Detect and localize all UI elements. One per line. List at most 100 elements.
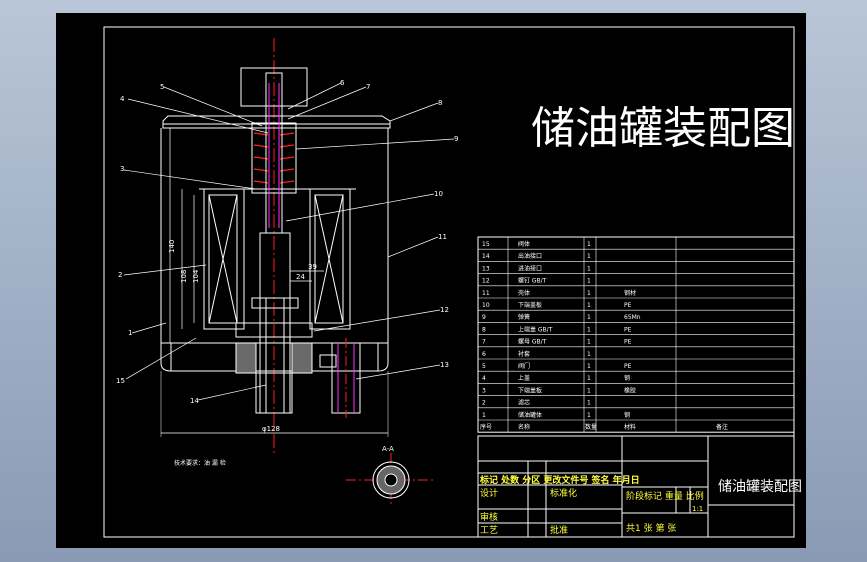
callout-15: 15	[116, 377, 125, 385]
parts-row-material: PE	[624, 339, 632, 346]
parts-row-name: 阀门	[518, 362, 530, 370]
parts-row-name: 阀体	[518, 240, 530, 248]
assembly-view: 140 108 104 39 24 φ128	[116, 38, 458, 467]
callout-11: 11	[438, 233, 447, 241]
parts-row-no: 14	[482, 253, 490, 260]
callout-14: 14	[190, 397, 199, 405]
dim-104: 104	[192, 269, 200, 283]
parts-row-no: 9	[482, 314, 486, 321]
section-view-a-a: A-A	[346, 445, 436, 507]
parts-row-no: 7	[482, 339, 486, 346]
tb-review: 审核	[480, 511, 498, 523]
parts-header-remark: 备注	[716, 423, 728, 431]
parts-row-name: 下端盖板	[518, 301, 542, 309]
parts-row-qty: 1	[587, 363, 591, 370]
parts-header-material: 材料	[624, 423, 636, 431]
dim-140: 140	[168, 240, 176, 253]
parts-row-name: 螺钉 GB/T	[518, 277, 547, 285]
tb-design: 设计	[480, 487, 498, 499]
tb-process: 工艺	[480, 525, 498, 536]
title-block: 标记 处数 分区 更改文件号 签名 年月日 设计 标准化 审核 工艺 批准 阶段…	[477, 435, 802, 538]
tb-sheets: 共1 张 第 张	[626, 522, 676, 534]
parts-row-material: PE	[624, 326, 632, 333]
callout-1: 1	[128, 329, 132, 337]
parts-row-qty: 1	[587, 302, 591, 309]
parts-row-material: PE	[624, 363, 632, 370]
parts-row-no: 13	[482, 265, 490, 272]
parts-row-no: 2	[482, 400, 486, 407]
parts-row-qty: 1	[587, 253, 591, 260]
callout-10: 10	[434, 190, 443, 198]
parts-row-name: 壳体	[518, 289, 530, 297]
parts-row-name: 下端盖板	[518, 386, 542, 394]
tb-change-row: 标记 处数 分区 更改文件号 签名 年月日	[479, 474, 640, 486]
parts-row-qty: 1	[587, 375, 591, 382]
parts-row-qty: 1	[587, 412, 591, 419]
dim-overall-width: φ128	[262, 425, 280, 433]
parts-row-material: PE	[624, 302, 632, 309]
parts-row-no: 5	[482, 363, 486, 370]
parts-header-no: 序号	[480, 423, 492, 431]
parts-row-no: 8	[482, 326, 486, 333]
parts-header-qty: 数量	[585, 423, 597, 431]
tech-note: 技术要求：油 漏 检	[174, 459, 226, 467]
parts-row-no: 4	[482, 375, 486, 382]
parts-row-no: 10	[482, 302, 490, 309]
parts-row-no: 1	[482, 412, 486, 419]
parts-row-qty: 1	[587, 387, 591, 394]
callout-2: 2	[118, 271, 122, 279]
parts-row-no: 6	[482, 351, 486, 358]
parts-row-name: 衬套	[518, 350, 530, 358]
parts-row-qty: 1	[587, 278, 591, 285]
callout-8: 8	[438, 99, 442, 107]
parts-header-name: 名称	[518, 423, 530, 431]
parts-row-name: 滤芯	[518, 399, 530, 407]
parts-row-material: 钢材	[624, 289, 636, 297]
parts-row-no: 12	[482, 278, 490, 285]
parts-row-qty: 1	[587, 326, 591, 333]
parts-row-name: 出油接口	[518, 252, 542, 260]
parts-row-material: 65Mn	[624, 314, 641, 321]
dim-39: 39	[308, 263, 317, 271]
tb-approve: 批准	[550, 524, 568, 536]
tb-title: 储油罐装配图	[718, 479, 802, 495]
tb-stage: 阶段标记 重量 比例	[626, 490, 704, 502]
parts-row-qty: 1	[587, 339, 591, 346]
parts-row-qty: 1	[587, 351, 591, 358]
parts-row-no: 15	[482, 241, 490, 248]
dim-24: 24	[296, 273, 305, 281]
parts-row-name: 储油罐体	[518, 411, 542, 419]
parts-row-qty: 1	[587, 290, 591, 297]
parts-row-material: 钢	[624, 374, 630, 382]
parts-row-name: 弹簧	[518, 313, 530, 321]
callout-7: 7	[366, 83, 370, 91]
callout-6: 6	[340, 79, 345, 87]
parts-row-name: 上端盖 GB/T	[518, 325, 553, 333]
tb-standardize: 标准化	[550, 487, 577, 499]
parts-row-qty: 1	[587, 400, 591, 407]
parts-row-qty: 1	[587, 241, 591, 248]
drawing-title: 储油罐装配图	[531, 103, 795, 154]
callout-9: 9	[454, 135, 458, 143]
parts-row-name: 进油接口	[518, 264, 542, 272]
callout-3: 3	[120, 165, 124, 173]
cad-drawing-canvas[interactable]: 储油罐装配图	[56, 13, 806, 548]
parts-row-name: 上盖	[518, 374, 530, 382]
tb-scale: 1:1	[692, 505, 703, 513]
parts-row-qty: 1	[587, 314, 591, 321]
parts-row-qty: 1	[587, 265, 591, 272]
parts-row-material: 钢	[624, 411, 630, 419]
parts-row-no: 11	[482, 290, 490, 297]
parts-row-material: 橡胶	[624, 386, 636, 394]
dim-108: 108	[180, 270, 188, 283]
section-label: A-A	[382, 445, 394, 453]
callout-5: 5	[160, 83, 164, 91]
callout-13: 13	[440, 361, 449, 369]
callout-12: 12	[440, 306, 449, 314]
drawing-sheet: 储油罐装配图	[103, 26, 802, 538]
callout-4: 4	[120, 95, 125, 103]
parts-row-no: 3	[482, 387, 486, 394]
parts-row-name: 螺母 GB/T	[518, 338, 547, 346]
